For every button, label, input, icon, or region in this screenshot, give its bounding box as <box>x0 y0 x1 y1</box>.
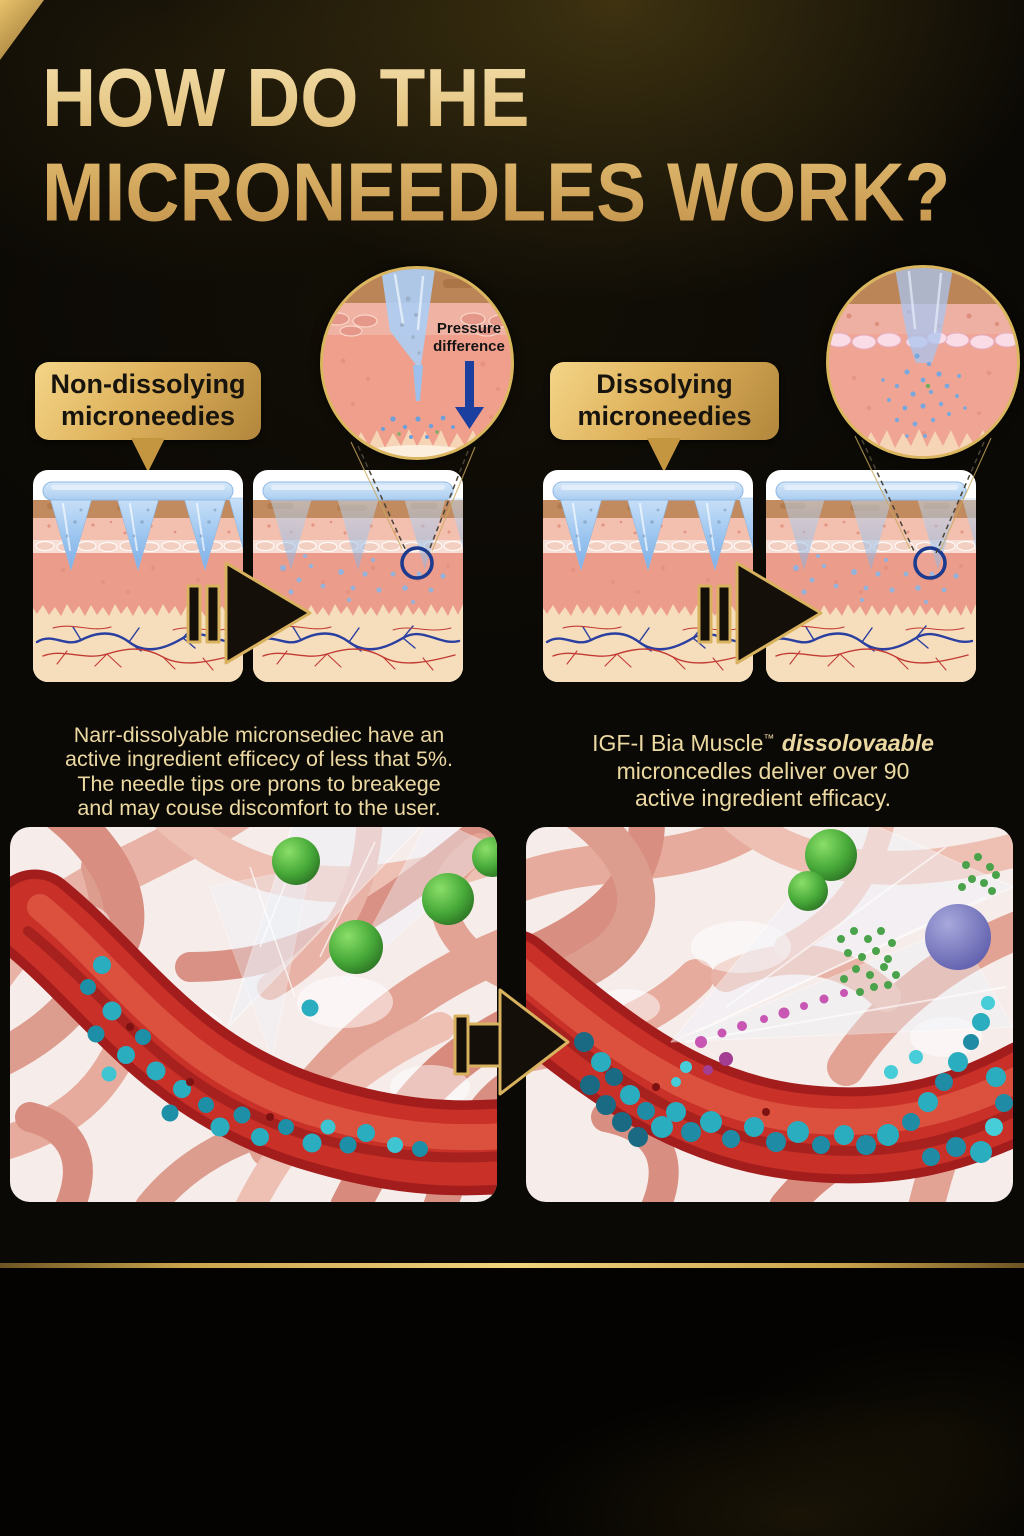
caption-line: active ingredient efficecy of less that … <box>64 747 453 772</box>
title-line-2: MICRONEEDLES WORK? <box>42 145 951 239</box>
pressure-label-line-1: Pressure <box>437 320 501 337</box>
background-texture <box>0 1268 1024 1536</box>
dissolving-needle-illustration <box>829 268 1017 456</box>
caption-brand: IGF-I Bia Muscle <box>592 730 764 756</box>
transparent-needle-cones <box>209 827 497 1061</box>
caption-line: Narr-dissolyable micronsediec have an <box>73 722 445 747</box>
magnifier-inset-left: Pressure difference <box>320 266 514 460</box>
magenta-particles <box>695 989 848 1075</box>
particles-in-vessel <box>80 956 428 1157</box>
blood-vessel-render-before <box>10 827 497 1202</box>
arrow-down-icon <box>455 361 484 429</box>
skin-panel-dissolving-after <box>766 470 976 682</box>
dissolved-particle-trail <box>881 353 967 438</box>
badge-non-dissolving-line-2: microneedies <box>60 401 236 431</box>
caption-line: microncedles deliver over 90 <box>616 757 910 784</box>
blood-vessel-render-after <box>526 827 1013 1202</box>
bottom-black-band <box>0 1268 1024 1536</box>
green-spheres <box>272 837 497 974</box>
badge-non-dissolving: Non-dissolying microneedies <box>35 362 261 472</box>
skin-panel-non-dissolving-before <box>33 470 243 682</box>
badge-non-dissolving-line-1: Non-dissolying <box>50 369 246 399</box>
green-particle-cluster <box>837 853 1000 996</box>
caption-line: and may couse discomfort to the user. <box>77 796 441 821</box>
skin-panel-non-dissolving-after <box>253 470 463 682</box>
caption-line: The needle tips ore prons to breakege <box>77 771 441 796</box>
purple-sphere <box>925 904 991 970</box>
caption-dissolving: IGF-I Bia Muscle™ dissolovaable micronce… <box>532 726 994 813</box>
pressure-label-line-2: difference <box>433 338 505 355</box>
caption-non-dissolving: Narr-dissolyable micronsediec have an ac… <box>16 723 502 821</box>
badge-dissolving-line-2: microneedies <box>577 401 752 431</box>
badge-dissolving-line-1: Dissolying <box>596 369 733 399</box>
gold-corner-accent <box>0 0 44 60</box>
badge-dissolving: Dissolying microneedies <box>550 362 779 472</box>
title-line-1: HOW DO THE <box>42 51 530 144</box>
gold-divider-line <box>0 1263 1024 1268</box>
skin-panel-dissolving-before <box>543 470 753 682</box>
transparent-needle-funnel <box>670 827 1013 1043</box>
dispersing-teal-particles <box>574 996 1013 1166</box>
pressure-difference-illustration: Pressure difference <box>323 269 511 457</box>
caption-line: active ingredient efficacy. <box>634 785 892 811</box>
trademark-symbol: ™ <box>763 733 776 745</box>
magnifier-inset-right <box>826 265 1020 459</box>
green-spheres <box>788 829 857 911</box>
dispersing-particles <box>381 415 455 439</box>
caption-emphasis: dissolovaable <box>775 730 934 756</box>
